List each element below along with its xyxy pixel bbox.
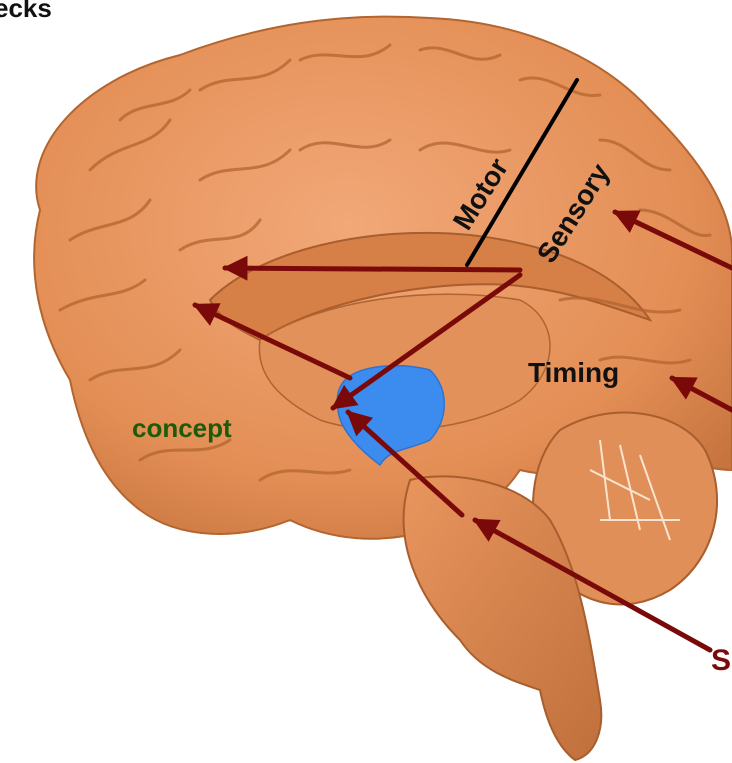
arrow-to-frontal (225, 268, 520, 270)
timing-label: Timing (528, 357, 619, 388)
concept-label: concept (132, 413, 232, 443)
bottom-right-partial-label: S (711, 644, 731, 677)
top-left-partial-label: ecks (0, 0, 52, 23)
